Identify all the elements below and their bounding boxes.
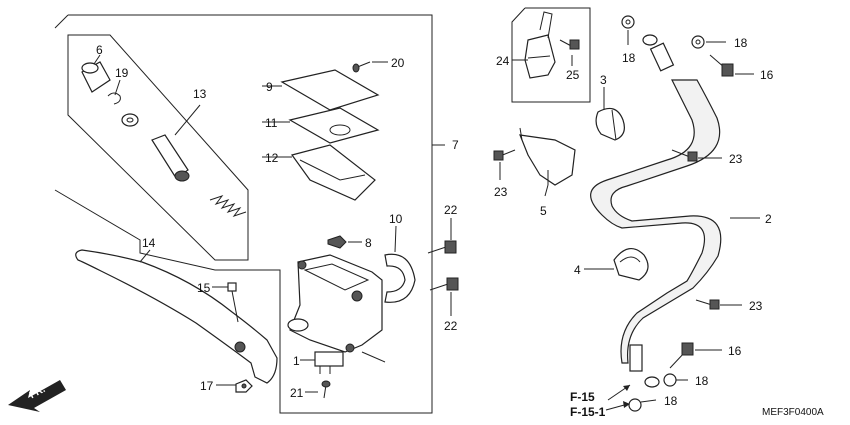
bolt-23-left bbox=[493, 149, 516, 161]
callout-20: 20 bbox=[391, 56, 405, 70]
callout-10: 10 bbox=[389, 212, 403, 226]
bolt-22-lower bbox=[429, 277, 459, 291]
callout-6: 6 bbox=[96, 43, 103, 57]
clamp-10 bbox=[384, 253, 416, 303]
bracket-5 bbox=[519, 127, 576, 186]
callout-16-top: 16 bbox=[760, 68, 774, 82]
bolt-25 bbox=[559, 39, 580, 50]
banjo-bolt-16-top bbox=[709, 54, 734, 77]
clamp-4 bbox=[613, 248, 649, 281]
screw-21 bbox=[321, 380, 331, 399]
master-cylinder-body bbox=[287, 254, 383, 353]
callout-4: 4 bbox=[574, 263, 581, 277]
callout-9: 9 bbox=[266, 80, 273, 94]
callout-5: 5 bbox=[540, 204, 547, 218]
piston-kit-frame-13 bbox=[67, 34, 249, 261]
washer-18-b bbox=[691, 35, 705, 49]
callout-8: 8 bbox=[365, 236, 372, 250]
spring bbox=[209, 195, 247, 217]
bolt-23-lower bbox=[695, 299, 720, 310]
callout-23-left: 23 bbox=[494, 185, 508, 199]
ref-f15-1: F-15-1 bbox=[570, 405, 606, 419]
ref-f15: F-15 bbox=[570, 390, 595, 404]
callout-16-bottom: 16 bbox=[728, 344, 742, 358]
bolt-23-upper bbox=[671, 149, 698, 162]
washer-18-c bbox=[663, 373, 677, 387]
screw-20 bbox=[352, 61, 371, 73]
callout-18-c: 18 bbox=[695, 374, 709, 388]
callout-25: 25 bbox=[566, 68, 580, 82]
washer bbox=[121, 113, 139, 127]
callout-14: 14 bbox=[142, 236, 156, 250]
callout-1: 1 bbox=[293, 354, 300, 368]
callout-15: 15 bbox=[197, 281, 211, 295]
callout-7: 7 bbox=[452, 138, 459, 152]
callout-23-upper: 23 bbox=[729, 152, 743, 166]
bolt-8 bbox=[327, 235, 347, 249]
callout-17: 17 bbox=[200, 379, 214, 393]
callout-19: 19 bbox=[115, 66, 129, 80]
callout-11: 11 bbox=[265, 116, 278, 130]
bracket-24 bbox=[524, 11, 556, 79]
hose-fitting-bottom bbox=[629, 344, 660, 388]
callout-23-lower: 23 bbox=[749, 299, 763, 313]
nut-17 bbox=[235, 379, 253, 393]
callout-13: 13 bbox=[193, 87, 207, 101]
callout-22-upper: 22 bbox=[444, 203, 458, 217]
hose-fitting-top bbox=[642, 34, 675, 72]
banjo-bolt-16-bottom bbox=[669, 342, 694, 369]
brake-lever-14 bbox=[75, 249, 278, 384]
clamp-3 bbox=[595, 107, 625, 141]
callout-3: 3 bbox=[600, 73, 607, 87]
callout-2: 2 bbox=[765, 212, 772, 226]
bolt-22-upper bbox=[427, 240, 457, 254]
brake-hose-2 bbox=[590, 79, 722, 364]
callout-24: 24 bbox=[496, 54, 510, 68]
boot-6 bbox=[81, 61, 111, 93]
callout-22-lower: 22 bbox=[444, 319, 458, 333]
diaphragm-12 bbox=[291, 144, 376, 201]
drawing-code: MEF3F0400A bbox=[762, 407, 824, 418]
callout-12: 12 bbox=[265, 151, 279, 165]
callout-18-a: 18 bbox=[622, 51, 636, 65]
callout-18-b: 18 bbox=[734, 36, 748, 50]
washer-18-a bbox=[621, 15, 635, 29]
washer-18-d bbox=[628, 398, 642, 412]
reservoir-cap-9 bbox=[280, 69, 380, 111]
circlip-19 bbox=[107, 92, 121, 105]
callout-18-d: 18 bbox=[664, 394, 678, 408]
switch-1 bbox=[314, 351, 344, 374]
callout-21: 21 bbox=[290, 386, 304, 400]
assembly-frame-7 bbox=[54, 14, 433, 414]
bracket-frame bbox=[511, 7, 591, 103]
front-direction-arrow: FR. bbox=[8, 380, 66, 412]
piston bbox=[151, 134, 190, 182]
